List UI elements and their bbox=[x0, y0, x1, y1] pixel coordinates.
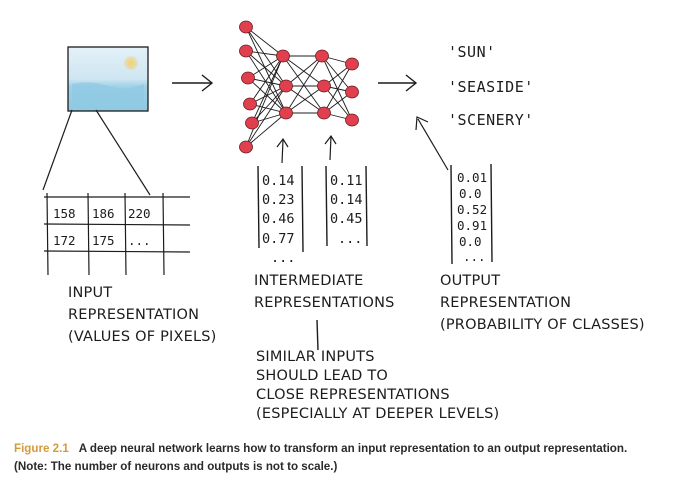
input-label-line: (VALUES OF PIXELS) bbox=[68, 329, 217, 345]
input-label-line: REPRESENTATION bbox=[68, 307, 200, 323]
class-label: 'SUN' bbox=[448, 43, 496, 61]
network-edge bbox=[323, 63, 353, 114]
vector-value: ... bbox=[338, 231, 362, 247]
note-line: SHOULD LEAD TO bbox=[256, 368, 388, 384]
pixel-cell: 158 bbox=[53, 206, 76, 221]
network-edge bbox=[321, 55, 353, 93]
probability-value: 0.0 bbox=[459, 186, 482, 201]
arrow-up-to-classes-icon bbox=[415, 116, 449, 171]
vector-value: 0.46 bbox=[262, 211, 295, 227]
neuron-node bbox=[279, 79, 293, 93]
vector-value: 0.14 bbox=[330, 192, 363, 208]
neuron-node bbox=[315, 49, 329, 63]
probability-value: 0.0 bbox=[459, 234, 482, 249]
intermediate-vector-2 bbox=[325, 165, 368, 247]
pixel-cell: 175 bbox=[92, 233, 115, 248]
input-label-line: INPUT bbox=[68, 285, 113, 301]
output-label-line: REPRESENTATION bbox=[440, 295, 572, 311]
note-line: (ESPECIALLY AT DEEPER LEVELS) bbox=[256, 406, 500, 422]
arrow-to-output-icon bbox=[378, 74, 418, 92]
neuron-node bbox=[239, 140, 253, 154]
network-edge bbox=[251, 55, 284, 124]
input-image bbox=[67, 46, 149, 112]
vector-value: 0.11 bbox=[330, 173, 363, 189]
network-neurons bbox=[239, 20, 359, 154]
network-edge bbox=[245, 26, 284, 57]
note-line: CLOSE REPRESENTATIONS bbox=[256, 387, 450, 403]
network-edge bbox=[245, 55, 284, 148]
vector-more: ... bbox=[463, 249, 486, 264]
neuron-node bbox=[317, 106, 331, 120]
probability-value: 0.01 bbox=[457, 170, 487, 185]
intermediate-label-line: INTERMEDIATE bbox=[254, 273, 364, 289]
arrow-to-network-icon bbox=[172, 74, 214, 92]
pixel-cell: 220 bbox=[128, 206, 151, 221]
intermediate-label-line: REPRESENTATIONS bbox=[254, 295, 395, 311]
caption-line-1: Figure 2.1 A deep neural network learns h… bbox=[14, 440, 686, 458]
neuron-node bbox=[241, 71, 255, 85]
pixel-cell: 172 bbox=[53, 233, 76, 248]
figure-caption: Figure 2.1 A deep neural network learns h… bbox=[14, 440, 686, 476]
network-edge bbox=[245, 85, 287, 148]
network-edge bbox=[285, 85, 325, 114]
vector-value: 0.77 bbox=[262, 231, 295, 247]
network-edge bbox=[245, 112, 287, 148]
intermediate-vector-1 bbox=[257, 165, 304, 253]
network-edge bbox=[249, 55, 284, 105]
network-edge bbox=[285, 55, 323, 87]
similarity-note: SIMILAR INPUTS SHOULD LEAD TO CLOSE REPR… bbox=[256, 348, 499, 424]
image-zoom-lines bbox=[42, 109, 151, 196]
pixel-cell: ... bbox=[128, 233, 151, 248]
neuron-node bbox=[279, 106, 293, 120]
network-edge bbox=[285, 55, 323, 114]
note-line: SIMILAR INPUTS bbox=[256, 349, 375, 365]
neuron-node bbox=[317, 79, 331, 93]
layer-arrows bbox=[276, 134, 337, 164]
sun-icon bbox=[124, 56, 138, 70]
vector-value: 0.14 bbox=[262, 173, 295, 189]
input-label: INPUT REPRESENTATION (VALUES OF PIXELS) bbox=[68, 282, 217, 348]
pixel-cell: 186 bbox=[92, 206, 115, 221]
neuron-node bbox=[276, 49, 290, 63]
class-label: 'SCENERY' bbox=[448, 111, 534, 129]
pixel-grid bbox=[43, 192, 191, 276]
network-connections bbox=[245, 26, 353, 148]
class-label: 'SEASIDE' bbox=[448, 78, 534, 96]
vector-value: 0.45 bbox=[330, 211, 363, 227]
caption-line-2: (Note: The number of neurons and outputs… bbox=[14, 460, 338, 473]
vector-value: 0.23 bbox=[262, 192, 295, 208]
neuron-node bbox=[239, 44, 253, 58]
neuron-node bbox=[243, 97, 257, 111]
vector-more: ... bbox=[271, 250, 295, 266]
probability-value: 0.52 bbox=[457, 202, 487, 217]
neuron-node bbox=[345, 113, 359, 127]
figure-number: Figure 2.1 bbox=[14, 442, 69, 455]
network-edge bbox=[245, 26, 287, 87]
network-edge bbox=[247, 55, 284, 79]
note-connector bbox=[316, 319, 319, 351]
neuron-node bbox=[245, 116, 259, 130]
output-vector bbox=[450, 163, 493, 265]
output-label-line: OUTPUT bbox=[440, 273, 501, 289]
network-edge bbox=[321, 55, 353, 121]
output-label: OUTPUT REPRESENTATION (PROBABILITY OF CL… bbox=[440, 270, 645, 336]
output-label-line: (PROBABILITY OF CLASSES) bbox=[440, 317, 645, 333]
neuron-node bbox=[345, 57, 359, 71]
network-edge bbox=[251, 85, 287, 124]
intermediate-label: INTERMEDIATE REPRESENTATIONS bbox=[254, 270, 395, 314]
network-edge bbox=[245, 50, 287, 87]
neuron-node bbox=[239, 20, 253, 34]
probability-value: 0.91 bbox=[457, 218, 487, 233]
caption-text: A deep neural network learns how to tran… bbox=[78, 442, 628, 455]
neuron-node bbox=[345, 85, 359, 99]
network-edge bbox=[245, 26, 287, 114]
